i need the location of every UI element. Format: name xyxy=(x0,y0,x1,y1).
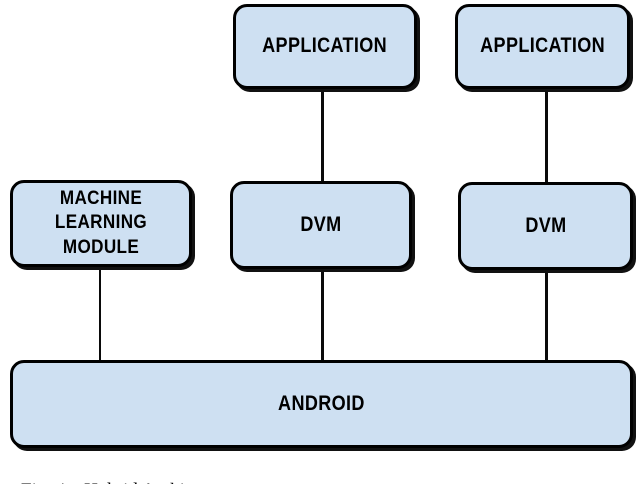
figure-caption-label: Fig. 4. xyxy=(21,480,70,484)
node-dvm-2[interactable]: DVM xyxy=(458,182,633,270)
node-android-label: ANDROID xyxy=(278,391,365,415)
node-application-1-label: APPLICATION xyxy=(262,34,388,58)
node-android[interactable]: ANDROID xyxy=(10,360,633,448)
node-dvm-2-label: DVM xyxy=(524,213,567,237)
edge-machine-learning-module-to-android xyxy=(99,264,101,364)
edge-application-2-to-dvm-2 xyxy=(545,86,548,184)
figure-caption-title: Hybrid Architecture xyxy=(84,480,236,484)
node-dvm-1-label: DVM xyxy=(300,212,342,236)
node-machine-learning-module-label: MACHINE LEARNING MODULE xyxy=(54,188,148,258)
edge-dvm-2-to-android xyxy=(545,267,548,364)
node-application-1[interactable]: APPLICATION xyxy=(233,4,417,89)
node-application-2-label: APPLICATION xyxy=(480,34,605,58)
node-dvm-1[interactable]: DVM xyxy=(230,181,412,269)
node-machine-learning-module[interactable]: MACHINE LEARNING MODULE xyxy=(10,180,192,267)
edge-dvm-1-to-android xyxy=(321,266,324,364)
figure-caption: Fig. 4. Hybrid Architecture xyxy=(2,458,237,484)
node-application-2[interactable]: APPLICATION xyxy=(455,4,630,89)
edge-application-1-to-dvm-1 xyxy=(321,86,324,184)
